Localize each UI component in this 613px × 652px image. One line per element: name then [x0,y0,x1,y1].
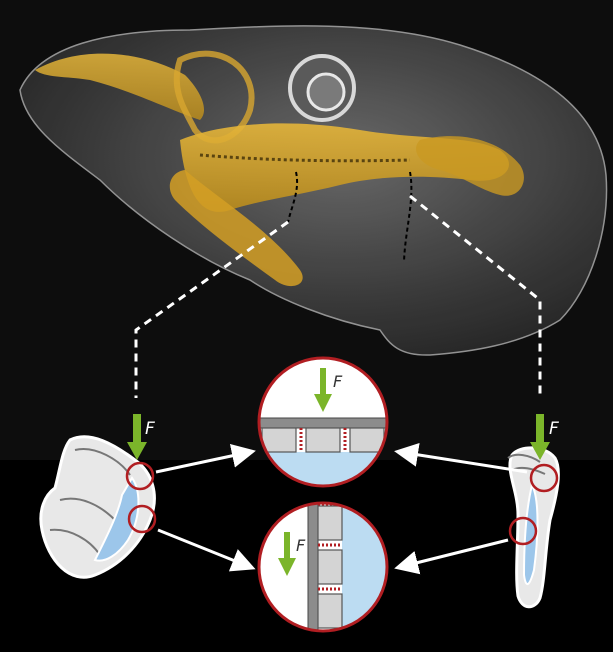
zoom-bottom-force-label: F [296,536,306,555]
zoom-top-tile-1 [262,428,296,452]
zoom-top-force-label: F [333,372,343,391]
zoom-top-surface-layer [259,418,387,428]
zoom-top-tile-2 [306,428,340,452]
zoom-bottom-force-shaft [284,532,290,560]
force-label-left: F [145,419,155,439]
zoom-bottom-tile-3 [318,594,342,628]
zoom-top-tile-3 [350,428,384,452]
force-arrow-right-shaft [536,414,544,442]
zoom-bottom-tile-1 [318,506,342,540]
zoom-circle-bottom: F [259,503,388,631]
zoom-top-force-shaft [320,368,326,396]
force-label-right: F [549,419,559,439]
eye-inner [308,74,344,110]
force-arrow-left-shaft [133,414,141,442]
zoom-bottom-surface-layer [308,503,318,631]
zoom-bottom-tile-2 [318,550,342,584]
